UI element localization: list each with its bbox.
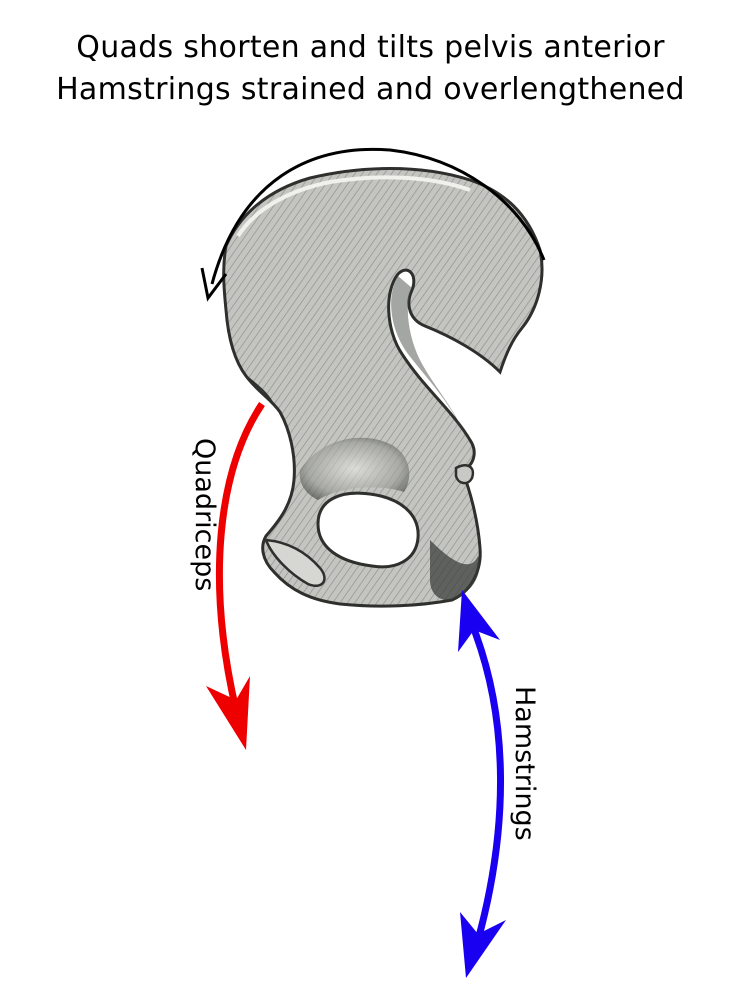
acetabulum-shade — [299, 437, 410, 500]
ramus-shadow — [430, 540, 480, 601]
rotation-arrow-path — [210, 147, 546, 285]
hamstrings-arrow-head-top — [458, 590, 500, 652]
quadriceps-arrow-head — [206, 676, 250, 750]
hamstrings-arrow — [458, 590, 506, 978]
rotation-arrow-head — [200, 267, 228, 302]
hamstrings-label: Hamstrings — [509, 686, 540, 841]
rotation-arrow-icon — [200, 147, 546, 302]
title-line-2: Hamstrings strained and overlengthened — [56, 72, 685, 107]
iliac-crest — [236, 175, 471, 238]
quadriceps-arrow-shaft — [215, 402, 265, 711]
sciatic-notch-shade — [391, 276, 466, 438]
obturator-foramen — [316, 491, 420, 569]
pubic-knob — [264, 538, 326, 587]
title-line-1: Quads shorten and tilts pelvis anterior — [76, 30, 665, 65]
hamstrings-arrow-head-bottom — [460, 912, 506, 978]
anterior-spine — [245, 375, 273, 403]
ischial-spine — [454, 464, 475, 485]
quadriceps-arrow — [206, 402, 265, 750]
quadriceps-label: Quadriceps — [189, 438, 220, 591]
hamstrings-arrow-shaft — [468, 622, 505, 941]
hip-bone-illustration — [222, 167, 544, 608]
